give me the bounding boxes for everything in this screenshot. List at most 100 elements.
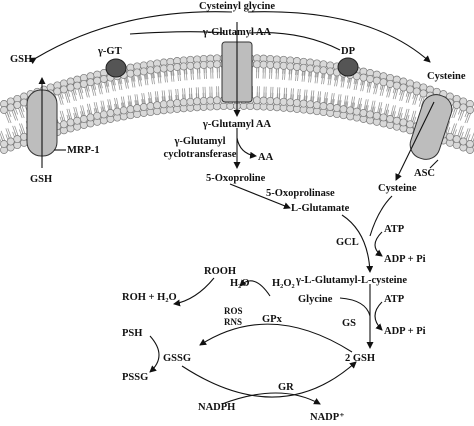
label-gcl: GCL: [336, 237, 359, 248]
label-rooh: ROOH: [204, 266, 236, 277]
arrow-gt-branch: [129, 31, 225, 35]
lipid-head: [346, 106, 355, 115]
lipid-head: [0, 106, 8, 114]
arrow-cysteinyl-to-cysteine: [247, 11, 431, 63]
lipid-head: [366, 110, 375, 119]
lipid-head: [372, 76, 381, 85]
lipid-head: [292, 63, 301, 71]
lipid-head: [66, 83, 75, 92]
label-cyclotransferase-line2: cyclotransferase: [164, 149, 237, 160]
lipid-head: [206, 60, 215, 69]
lipid-head: [286, 98, 295, 107]
lipid-head: [399, 118, 408, 127]
label-glutamylcysteine: γ-L-Glutamyl-L-cysteine: [295, 275, 407, 286]
arrow-atp-adp-1: [374, 231, 383, 257]
lipid-head: [186, 97, 195, 106]
label-cyclotransferase-line1: γ-Glutamyl: [174, 136, 226, 147]
label-adp-pi-1: ADP + Pi: [384, 254, 426, 265]
label-glycine: Glycine: [298, 294, 333, 305]
lipid-head: [166, 99, 175, 108]
dp-enzyme: [337, 57, 359, 77]
label-cysteinyl-glycine: Cysteinyl glycine: [199, 1, 275, 12]
label-adp-pi-2: ADP + Pi: [384, 326, 426, 337]
arrow-aa-branch: [236, 137, 257, 159]
lipid-head: [312, 101, 321, 110]
lipid-head: [279, 61, 288, 70]
label-oxoproline: 5-Oxoproline: [206, 173, 266, 184]
label-l-glutamate: L-Glutamate: [291, 203, 350, 214]
lipid-head: [459, 103, 468, 112]
label-gsh-left: GSH: [10, 54, 32, 65]
lipid-head: [326, 67, 335, 76]
lipid-head: [6, 137, 15, 146]
arrow-gcl: [341, 214, 374, 273]
lipid-head: [459, 137, 468, 146]
lipid-head: [166, 63, 175, 72]
lipid-head: [366, 75, 375, 83]
lipid-head: [452, 135, 461, 144]
lipid-head: [73, 81, 82, 90]
lipid-head: [392, 81, 401, 90]
lipid-head: [146, 66, 155, 75]
lipid-head: [73, 116, 82, 125]
lipid-head: [93, 111, 102, 120]
lipid-head: [99, 110, 108, 119]
label-glutamyl-aa-inner: γ-Glutamyl AA: [202, 119, 272, 130]
lipid-head: [259, 60, 268, 69]
lipid-head: [406, 85, 415, 94]
lipid-head: [259, 96, 268, 105]
arrow-cysteine-inward: [395, 101, 435, 181]
lipid-head: [53, 87, 62, 96]
lipid-head: [66, 118, 75, 127]
arrow-atp-adp-2: [374, 301, 383, 331]
lipid-head: [306, 100, 315, 109]
lipid-head: [359, 73, 368, 82]
lipid-head: [253, 96, 261, 105]
lipid-head: [159, 100, 168, 109]
lipid-head: [419, 89, 428, 98]
label-aa: AA: [258, 152, 274, 163]
lipid-head: [133, 68, 142, 77]
lipid-head: [13, 135, 22, 144]
lipid-head: [146, 102, 155, 111]
lipid-head: [206, 96, 215, 105]
label-atp-2: ATP: [384, 294, 405, 305]
lipid-head: [179, 98, 188, 107]
lipid-head: [399, 83, 408, 92]
label-asc: ASC: [414, 168, 435, 179]
lipid-head: [173, 63, 182, 71]
lipid-head: [299, 63, 308, 72]
lipid-head: [126, 69, 135, 78]
lipid-head: [119, 106, 128, 115]
lipid-head: [279, 97, 288, 106]
lipid-head: [213, 96, 221, 105]
lipid-head: [199, 96, 208, 105]
lipid-head: [379, 78, 388, 87]
label-mrp1: MRP-1: [67, 145, 100, 156]
lipid-head: [79, 79, 88, 88]
lipid-head: [0, 140, 8, 148]
lipid-head: [126, 105, 135, 114]
arrow-rooh-roh: [173, 277, 215, 307]
label-h2o2: H₂O₂: [272, 278, 295, 289]
lipid-head: [13, 100, 22, 109]
lipid-head: [266, 60, 275, 69]
lipid-head: [352, 107, 361, 116]
lipid-head: [99, 75, 108, 83]
label-gamma-gt: γ-GT: [97, 46, 122, 57]
lipid-head: [332, 104, 341, 113]
label-cysteine-inner: Cysteine: [378, 183, 417, 194]
lipid-head: [266, 96, 275, 105]
label-h2o: H₂O: [230, 278, 249, 289]
arrow-glycine-join: [339, 297, 371, 317]
label-gr: GR: [278, 382, 294, 393]
lipid-head: [193, 97, 202, 106]
lipid-head: [153, 101, 162, 110]
gamma-gt-enzyme: [105, 58, 127, 78]
label-gsh-bottom: GSH: [30, 174, 52, 185]
label-ros: ROS: [224, 306, 243, 316]
lipid-head: [59, 120, 68, 129]
label-roh-h2o: ROH + H₂O: [122, 292, 177, 303]
label-cysteine-right: Cysteine: [427, 71, 466, 82]
lipid-head: [339, 105, 348, 114]
